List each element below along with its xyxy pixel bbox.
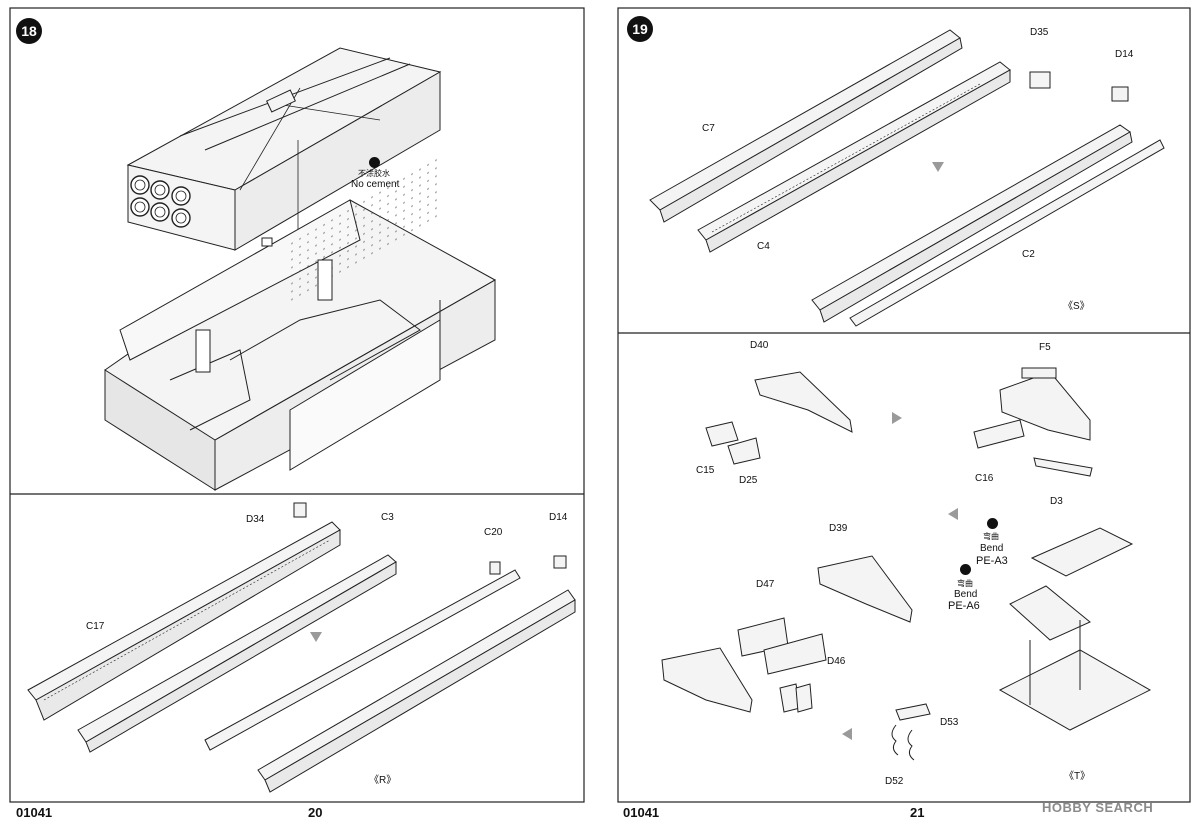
subassembly-r-drawing [27, 502, 576, 793]
bend-note-a6-en: Bend [954, 589, 978, 600]
part-label-c15: C15 [696, 465, 715, 476]
part-label-d3: D3 [1050, 496, 1063, 507]
part-label-c7: C7 [702, 123, 715, 134]
bend-icon-a6 [960, 564, 971, 575]
left-page-frame [9, 7, 585, 803]
step-arrow-t1 [892, 412, 902, 424]
step-19-badge: 19 [627, 16, 653, 42]
bend-note-a6-part: PE-A6 [948, 600, 980, 612]
step-arrow-t3 [842, 728, 852, 740]
hull-drawing [104, 155, 496, 491]
part-label-c3: C3 [381, 512, 394, 523]
part-label-d35: D35 [1030, 27, 1049, 38]
right-page-code: 01041 [623, 805, 660, 820]
watermark: HOBBY SEARCH [1042, 800, 1154, 815]
part-label-c20: C20 [484, 527, 503, 538]
step-18-badge: 18 [16, 18, 42, 44]
subassembly-s-drawing [649, 29, 1165, 327]
part-label-d47: D47 [756, 579, 775, 590]
part-label-d25: D25 [739, 475, 758, 486]
subassembly-s-caption: 《S》 [1063, 301, 1090, 312]
part-label-d39: D39 [829, 523, 848, 534]
subassembly-t-drawing [661, 367, 1152, 761]
subassembly-r-caption: 《R》 [369, 775, 397, 786]
part-label-d53: D53 [940, 717, 959, 728]
part-label-d14-r: D14 [549, 512, 568, 523]
no-cement-note-cn: 不涂胶水 [358, 169, 390, 178]
rocket-pod-drawing [126, 47, 442, 251]
left-page-code: 01041 [16, 805, 53, 820]
step-arrow-t2 [948, 508, 958, 520]
part-label-c4: C4 [757, 241, 770, 252]
part-label-d52: D52 [885, 776, 904, 787]
part-label-d14-s: D14 [1115, 49, 1134, 60]
part-label-c16: C16 [975, 473, 994, 484]
bend-note-a3-en: Bend [980, 543, 1004, 554]
no-cement-note-en: No cement [351, 179, 400, 190]
subassembly-t-caption: 《T》 [1064, 771, 1091, 782]
bend-note-a3-part: PE-A3 [976, 555, 1008, 567]
bend-note-a3-cn: 弯曲 [983, 532, 999, 541]
left-page-number: 20 [308, 805, 323, 820]
right-page-number: 21 [910, 805, 925, 820]
step-arrow-s [932, 162, 944, 172]
part-label-d40: D40 [750, 340, 769, 351]
right-page-frame [617, 7, 1191, 803]
bend-icon-a3 [987, 518, 998, 529]
bend-note-a6-cn: 弯曲 [957, 579, 973, 588]
part-label-f5: F5 [1039, 342, 1051, 353]
step-arrow-r [310, 632, 322, 642]
part-label-c2: C2 [1022, 249, 1035, 260]
part-label-d34: D34 [246, 514, 265, 525]
no-cement-icon [369, 157, 380, 168]
part-label-c17: C17 [86, 621, 105, 632]
part-label-d46: D46 [827, 656, 846, 667]
